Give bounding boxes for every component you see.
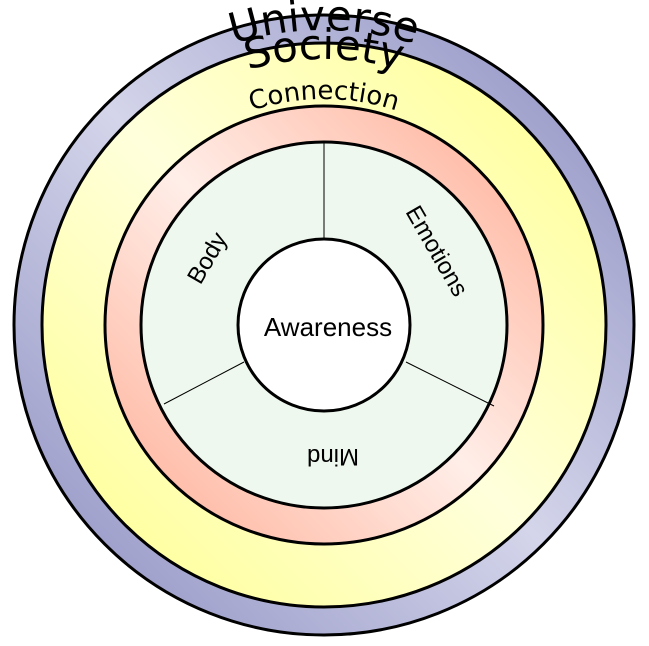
awareness-label: Awareness: [264, 312, 392, 342]
awareness-circle: [236, 237, 412, 413]
divider-left: [163, 361, 245, 405]
divider-right: [405, 361, 495, 407]
mind-label: Mind: [307, 443, 359, 470]
